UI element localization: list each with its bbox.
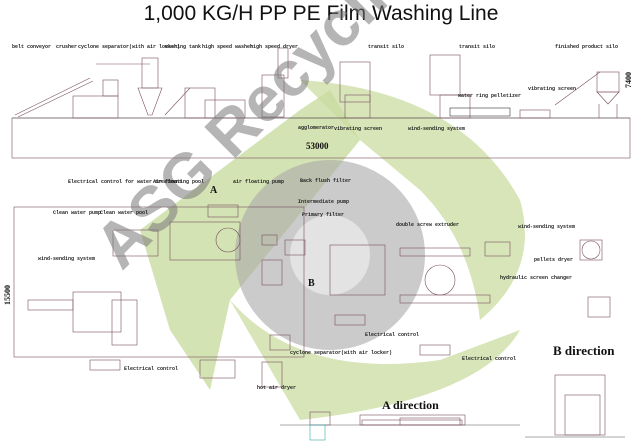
label-cyclone-separator-2: cyclone separator(with air locker)	[290, 350, 393, 356]
label-hydraulic-screen-changer: hydraulic screen changer	[500, 275, 573, 281]
label-pellets-dryer: pellets dryer	[534, 257, 574, 263]
label-double-screw-extruder: double screw extruder	[396, 222, 460, 228]
label-primary-filter: Primary filter	[302, 212, 345, 218]
label-high-speed-dryer: high speed dryer	[250, 44, 299, 50]
label-clean-water-pump: Clean water pump	[53, 210, 102, 216]
label-high-speed-washer: high speed washer	[202, 44, 254, 50]
marker-b: B	[308, 278, 315, 289]
dimension-height: 7400	[624, 72, 633, 88]
label-air-floating-pool: Air floating pool	[153, 179, 205, 185]
label-transit-silo-1: transit silo	[368, 44, 405, 50]
label-wind-sending-3: wind-sending system	[518, 224, 576, 230]
label-hot-air-dryer: hot air dryer	[257, 385, 297, 391]
marker-a: A	[210, 185, 218, 196]
label-electrical-control-3: Electrical control	[124, 366, 179, 372]
label-electrical-control-water: Electrical control for water treatment	[68, 179, 183, 185]
label-belt-conveyor: belt conveyor	[12, 44, 52, 50]
b-direction-title: B direction	[553, 343, 615, 358]
label-wind-sending-1: wind-sending system	[408, 126, 466, 132]
label-electrical-control-2: Electrical control	[462, 356, 517, 362]
label-crusher: crusher	[56, 44, 78, 50]
label-back-flush-filter: Back flush filter	[300, 178, 352, 184]
label-agglomerator: agglomerator	[298, 125, 335, 131]
top-elevation	[11, 47, 631, 159]
plan-view	[13, 204, 611, 388]
label-vibrating-screen-1: vibrating screen	[334, 126, 383, 132]
dimension-length: 53000	[306, 141, 329, 151]
page-title: 1,000 KG/H PP PE Film Washing Line	[143, 2, 499, 25]
label-finished-product-silo: finished product silo	[555, 44, 619, 50]
label-transit-silo-2: transit silo	[459, 44, 496, 50]
dimension-width: 15500	[3, 285, 12, 305]
label-air-floating-pump: air floating pump	[233, 179, 285, 185]
label-washing-tank: washing tank	[165, 44, 202, 50]
label-clean-water-pool: Clean water pool	[100, 210, 149, 216]
label-vibrating-screen-2: vibrating screen	[528, 86, 577, 92]
a-direction-title: A direction	[382, 398, 439, 412]
label-electrical-control-1: Electrical control	[365, 332, 420, 338]
label-intermediate-pump: Intermediate pump	[298, 199, 350, 205]
label-water-ring-pelletizer: water ring pelletizer	[458, 93, 522, 99]
direction-views	[280, 374, 625, 441]
label-wind-sending-2: wind-sending system	[38, 256, 96, 262]
label-cyclone-separator: cyclone separator(with air locker)	[78, 44, 181, 50]
